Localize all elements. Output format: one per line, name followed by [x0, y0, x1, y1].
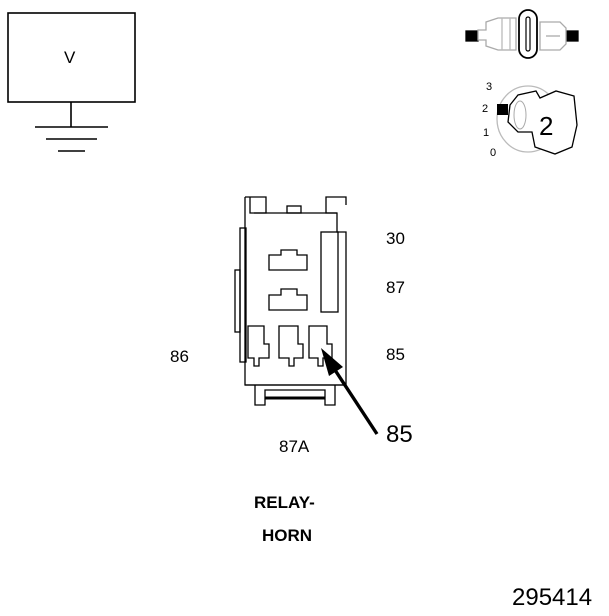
ignition-position-marker	[497, 104, 508, 115]
callout-label: 85	[386, 421, 413, 448]
ground-symbol	[35, 126, 108, 152]
terminal-87-label: 87	[386, 278, 405, 297]
terminal-85-label: 85	[386, 345, 405, 364]
voltmeter-label: V	[64, 48, 76, 67]
ignition-position-2: 2	[482, 103, 489, 115]
ignition-position-0: 0	[490, 147, 497, 159]
ignition-position-3: 3	[486, 81, 493, 93]
component-title-line2: HORN	[262, 526, 313, 545]
ignition-position-1: 1	[483, 127, 490, 139]
terminal-87a-label: 87A	[279, 437, 310, 456]
relay-connector-body	[234, 196, 347, 406]
document-number: 295414	[512, 584, 593, 611]
ignition-selected-position: 2	[539, 111, 554, 141]
terminal-86-label: 86	[170, 347, 189, 366]
component-title-line1: RELAY-	[254, 493, 315, 512]
terminal-30-label: 30	[386, 229, 405, 248]
callout-arrow	[321, 348, 379, 435]
voltmeter-symbol	[7, 12, 136, 127]
ignition-key-icon	[496, 85, 578, 155]
connector-disconnect-icon	[465, 9, 579, 59]
